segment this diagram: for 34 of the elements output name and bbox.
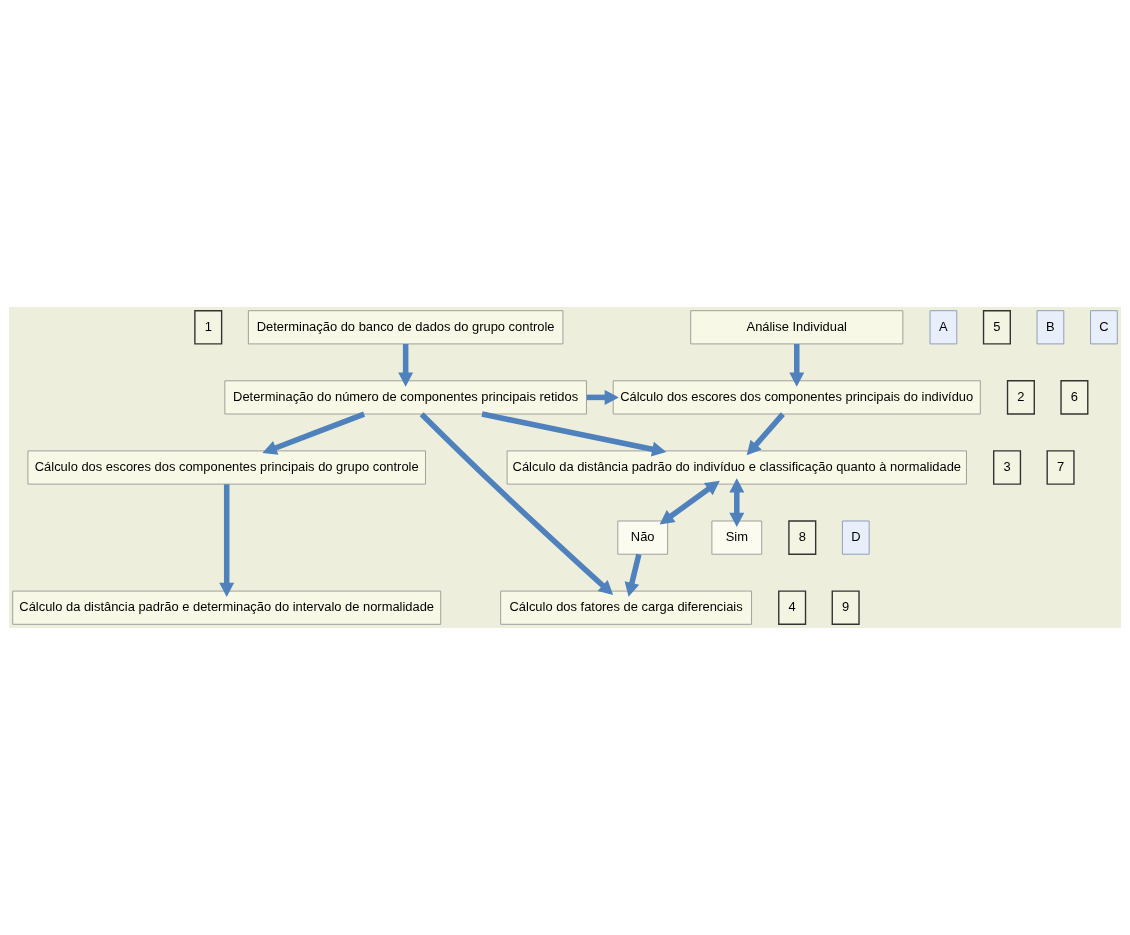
node-box: 7 [1046,450,1075,485]
node-box: Cálculo dos fatores de carga diferenciais [500,590,752,625]
node-box: B [1036,310,1065,345]
arrow [419,412,614,596]
node-box: 4 [778,590,807,625]
node-box: Análise Individual [690,310,904,345]
node-box: C [1090,310,1118,345]
node-box: Determinação do banco de dados do grupo controle [247,310,564,345]
node-box: 3 [993,450,1022,485]
node-box: A [929,310,958,345]
arrow [729,478,745,527]
node-box: 9 [831,590,860,625]
node-box: Cálculo dos escores dos componentes principais do indivíduo [612,380,981,415]
node-box: Determinação do número de componentes principais retidos [224,380,587,415]
node-box: 6 [1060,380,1089,415]
arrow [219,484,235,598]
node-box: Sim [711,520,763,555]
arrow [624,553,642,597]
arrow [659,480,720,525]
arrow [398,344,414,387]
node-box: 2 [1006,380,1035,415]
node-box: Cálculo da distância padrão do indivíduo e classificação quanto à normalidade [506,450,967,485]
arrow [481,411,667,457]
arrow [262,411,366,455]
node-box: Cálculo dos escores dos componentes principais do grupo controle [27,450,426,485]
node-box: 1 [194,310,223,345]
arrow [586,389,619,405]
arrow [789,344,805,387]
arrow [746,412,785,456]
node-box: 8 [788,520,817,555]
node-box: D [841,520,870,555]
node-box: Não [617,520,669,555]
node-box: Cálculo da distância padrão e determinação do intervalo de normalidade [12,590,442,625]
node-box: 5 [982,310,1011,345]
